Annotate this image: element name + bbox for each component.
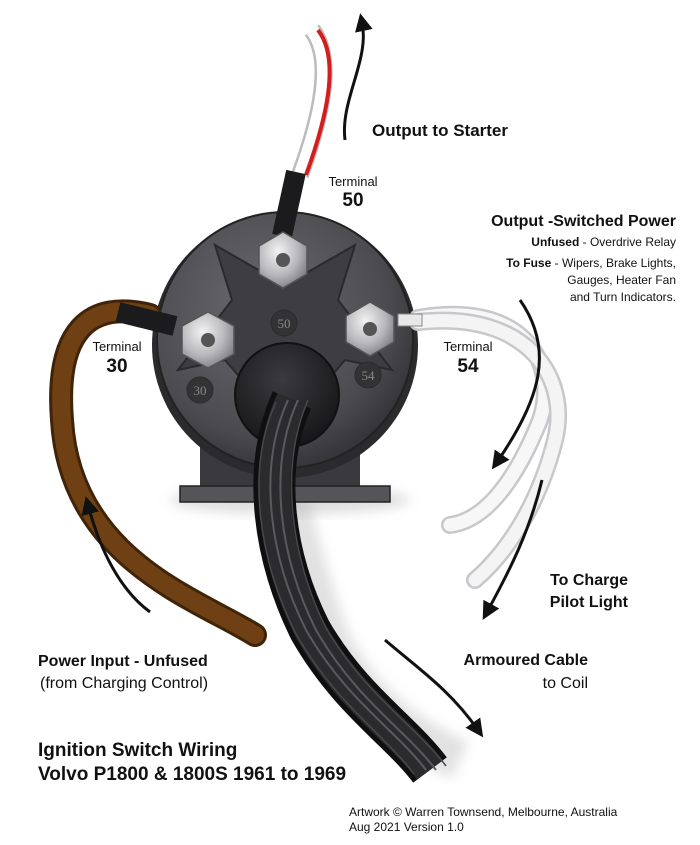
label-terminal-30-word: Terminal <box>92 339 142 354</box>
label-terminal-30-number: 30 <box>106 356 128 377</box>
label-charge-line2: Pilot Light <box>549 594 628 611</box>
label-fuse-line3: and Turn Indicators. <box>569 290 676 304</box>
terminal-30-nut <box>181 311 235 369</box>
credit-line2: Aug 2021 Version 1.0 <box>349 820 464 834</box>
terminal-50-nut <box>258 231 308 289</box>
credit-line1: Artwork © Warren Townsend, Melbourne, Au… <box>349 805 618 819</box>
title-line2: Volvo P1800 & 1800S 1961 to 1969 <box>38 764 347 785</box>
label-terminal-54-number: 54 <box>457 356 479 377</box>
label-terminal-54-word: Terminal <box>443 339 493 354</box>
label-to-fuse-line: To Fuse - Wipers, Brake Lights, <box>506 256 676 270</box>
label-switched-power-title: Output -Switched Power <box>491 213 676 230</box>
label-unfused-line: Unfused - Overdrive Relay <box>531 235 676 249</box>
label-power-input: Power Input - Unfused <box>38 653 208 670</box>
label-output-starter: Output to Starter <box>372 121 508 140</box>
arrow-switched-power <box>491 299 541 470</box>
face-label-50: 50 <box>278 316 291 331</box>
label-power-input-sub: (from Charging Control) <box>40 675 209 692</box>
label-fuse-line2: Gauges, Heater Fan <box>567 273 676 287</box>
title-line1: Ignition Switch Wiring <box>38 740 238 761</box>
arrow-armoured-cable <box>384 638 484 738</box>
arrow-output-starter <box>342 13 373 141</box>
switched-output-wires <box>397 305 568 589</box>
label-armoured-cable: Armoured Cable <box>463 652 588 669</box>
face-label-54: 54 <box>362 368 376 383</box>
label-unfused-bold: Unfused <box>531 235 580 249</box>
arrow-charge-pilot <box>482 479 544 620</box>
starter-wire <box>272 24 333 239</box>
terminal-54-nut <box>345 301 395 357</box>
face-label-30: 30 <box>194 383 207 398</box>
label-to-fuse-rest: - Wipers, Brake Lights, <box>554 256 676 270</box>
arrow-power-input <box>81 496 151 614</box>
label-unfused-rest: - Overdrive Relay <box>582 235 676 249</box>
label-terminal-50-word: Terminal <box>328 174 378 189</box>
label-terminal-50-number: 50 <box>342 190 364 211</box>
armoured-cable <box>253 391 447 783</box>
switch-body <box>152 211 418 478</box>
label-to-fuse-bold: To Fuse <box>506 256 552 270</box>
label-charge-line1: To Charge <box>550 572 628 589</box>
label-armoured-sub: to Coil <box>542 675 588 692</box>
